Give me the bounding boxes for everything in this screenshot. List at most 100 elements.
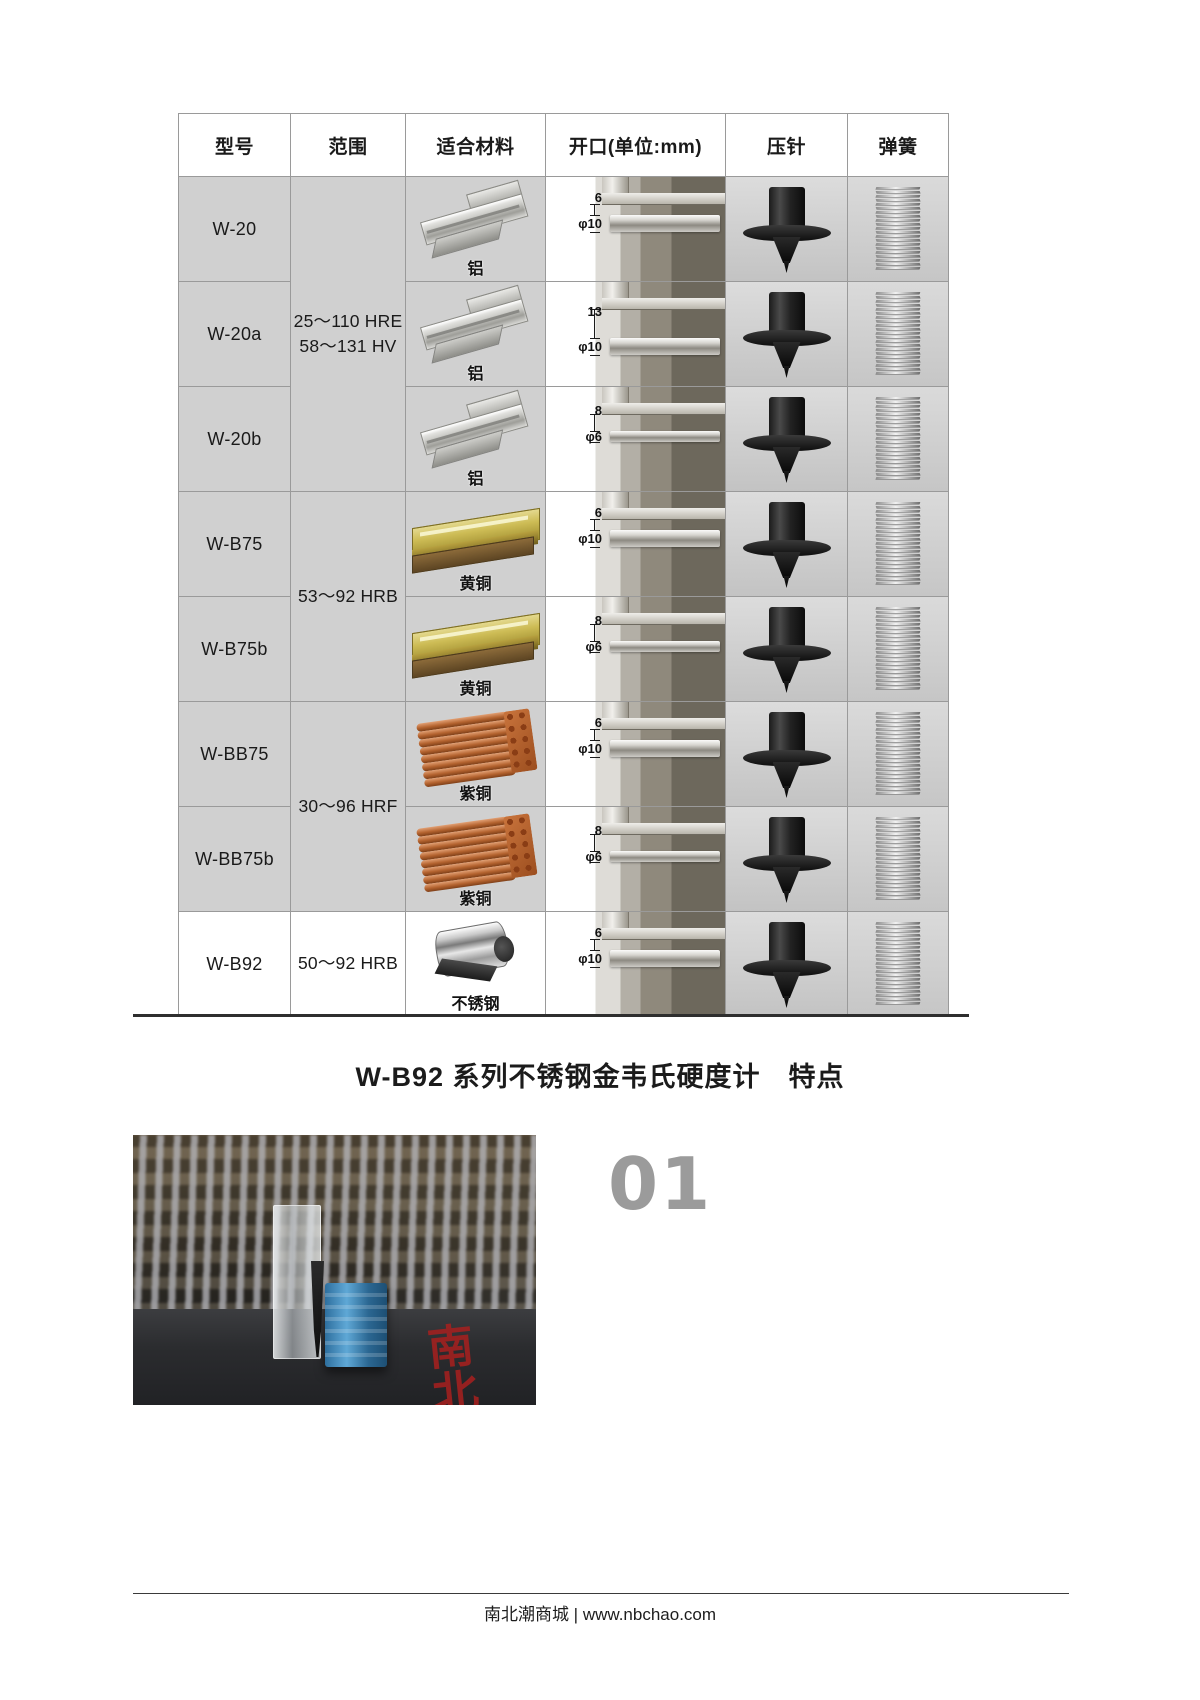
opening-anvil <box>602 597 629 613</box>
cell-range: 50～92 HRB <box>290 911 406 1017</box>
indenter-art <box>741 502 833 590</box>
opening-bottom-dimension: φ10 <box>578 950 602 966</box>
brass-bar-art <box>412 611 540 679</box>
opening-anvil <box>602 177 629 193</box>
feature-number: 01 <box>608 1142 713 1226</box>
cell-opening: 8 φ6 <box>545 386 726 492</box>
column-header-opening: 开口(单位:mm) <box>545 113 726 177</box>
opening-anvil <box>602 702 629 718</box>
spring-cell <box>848 177 948 281</box>
spring-cell <box>848 597 948 701</box>
aluminium-profile-art <box>416 389 536 475</box>
opening-upper-jaw <box>602 298 725 310</box>
cell-model: W-20b <box>178 386 291 492</box>
opening-upper-jaw <box>602 928 725 940</box>
opening-lower-pin <box>610 641 720 652</box>
cell-material: 黄铜 <box>405 596 546 702</box>
opening-lower-pin <box>610 950 720 967</box>
cell-range: 53～92 HRB <box>290 491 406 702</box>
opening-top-dimension: 8 <box>594 403 602 418</box>
spring-art <box>875 712 921 796</box>
opening-anvil <box>602 912 629 928</box>
opening-bottom-dimension: φ10 <box>578 530 602 546</box>
stainless-coil-art <box>432 920 517 990</box>
opening-upper-jaw <box>602 403 725 415</box>
copper-tube-bundle-art <box>416 705 538 792</box>
footer-rule <box>133 1593 1069 1594</box>
opening-anvil <box>602 387 629 403</box>
cell-model: W-B75b <box>178 596 291 702</box>
cell-spring <box>847 386 949 492</box>
opening-lower-pin <box>610 215 720 232</box>
material-label: 黄铜 <box>459 576 492 593</box>
indenter-cell <box>726 597 847 701</box>
photo-indenter-needle <box>311 1261 324 1357</box>
opening-top-dimension: 8 <box>594 823 602 838</box>
spring-cell <box>848 387 948 491</box>
footer-text: 南北潮商城 | www.nbchao.com <box>483 1605 717 1624</box>
opening-diagram: 6 φ10 <box>546 492 725 596</box>
opening-lower-pin <box>610 851 720 862</box>
opening-top-dimension: 13 <box>587 304 602 319</box>
cell-range: 30～96 HRF <box>290 701 406 912</box>
section-divider-rule <box>133 1014 969 1017</box>
material-label: 黄铜 <box>459 681 492 698</box>
indenter-cell <box>726 387 847 491</box>
spring-art <box>875 292 921 376</box>
spring-art <box>875 817 921 901</box>
indenter-cell <box>726 702 847 806</box>
cell-spring <box>847 596 949 702</box>
section-title: W-B92 系列不锈钢金韦氏硬度计 特点 <box>355 1062 845 1092</box>
cell-opening: 6 φ10 <box>545 701 726 807</box>
indenter-art <box>741 712 833 800</box>
opening-lower-pin <box>610 530 720 547</box>
indenter-art <box>741 817 833 905</box>
photo-blue-block <box>325 1283 387 1367</box>
cell-spring <box>847 701 949 807</box>
opening-upper-jaw <box>602 193 725 205</box>
indenter-art <box>741 607 833 695</box>
column-header-material: 适合材料 <box>405 113 546 177</box>
cell-model: W-B75 <box>178 491 291 597</box>
opening-bottom-dimension: φ10 <box>578 740 602 756</box>
opening-bottom-dimension: φ10 <box>578 338 602 354</box>
opening-lower-pin <box>610 338 720 355</box>
opening-upper-jaw <box>602 823 725 835</box>
indenter-cell <box>726 492 847 596</box>
cell-indenter <box>725 806 848 912</box>
cell-material: 铝 <box>405 386 546 492</box>
product-photo: 南北 <box>133 1135 536 1405</box>
cell-indenter <box>725 281 848 387</box>
opening-top-dimension: 6 <box>594 505 602 520</box>
material-label: 紫铜 <box>459 891 492 908</box>
table-header: 型号 范围 适合材料 开口(单位:mm) 压针 弹簧 <box>178 113 949 177</box>
indenter-art <box>741 922 833 1010</box>
cell-spring <box>847 281 949 387</box>
material-label: 不锈钢 <box>451 996 500 1013</box>
indenter-cell <box>726 282 847 386</box>
opening-bottom-dimension: φ6 <box>585 428 602 444</box>
column-header-indenter: 压针 <box>725 113 848 177</box>
cell-spring <box>847 491 949 597</box>
opening-upper-jaw <box>602 718 725 730</box>
cell-indenter <box>725 491 848 597</box>
opening-top-dimension: 6 <box>594 715 602 730</box>
indenter-art <box>741 397 833 485</box>
table-header-row: 型号 范围 适合材料 开口(单位:mm) 压针 弹簧 <box>178 113 949 177</box>
opening-bottom-dimension: φ10 <box>578 215 602 231</box>
material-label: 紫铜 <box>459 786 492 803</box>
